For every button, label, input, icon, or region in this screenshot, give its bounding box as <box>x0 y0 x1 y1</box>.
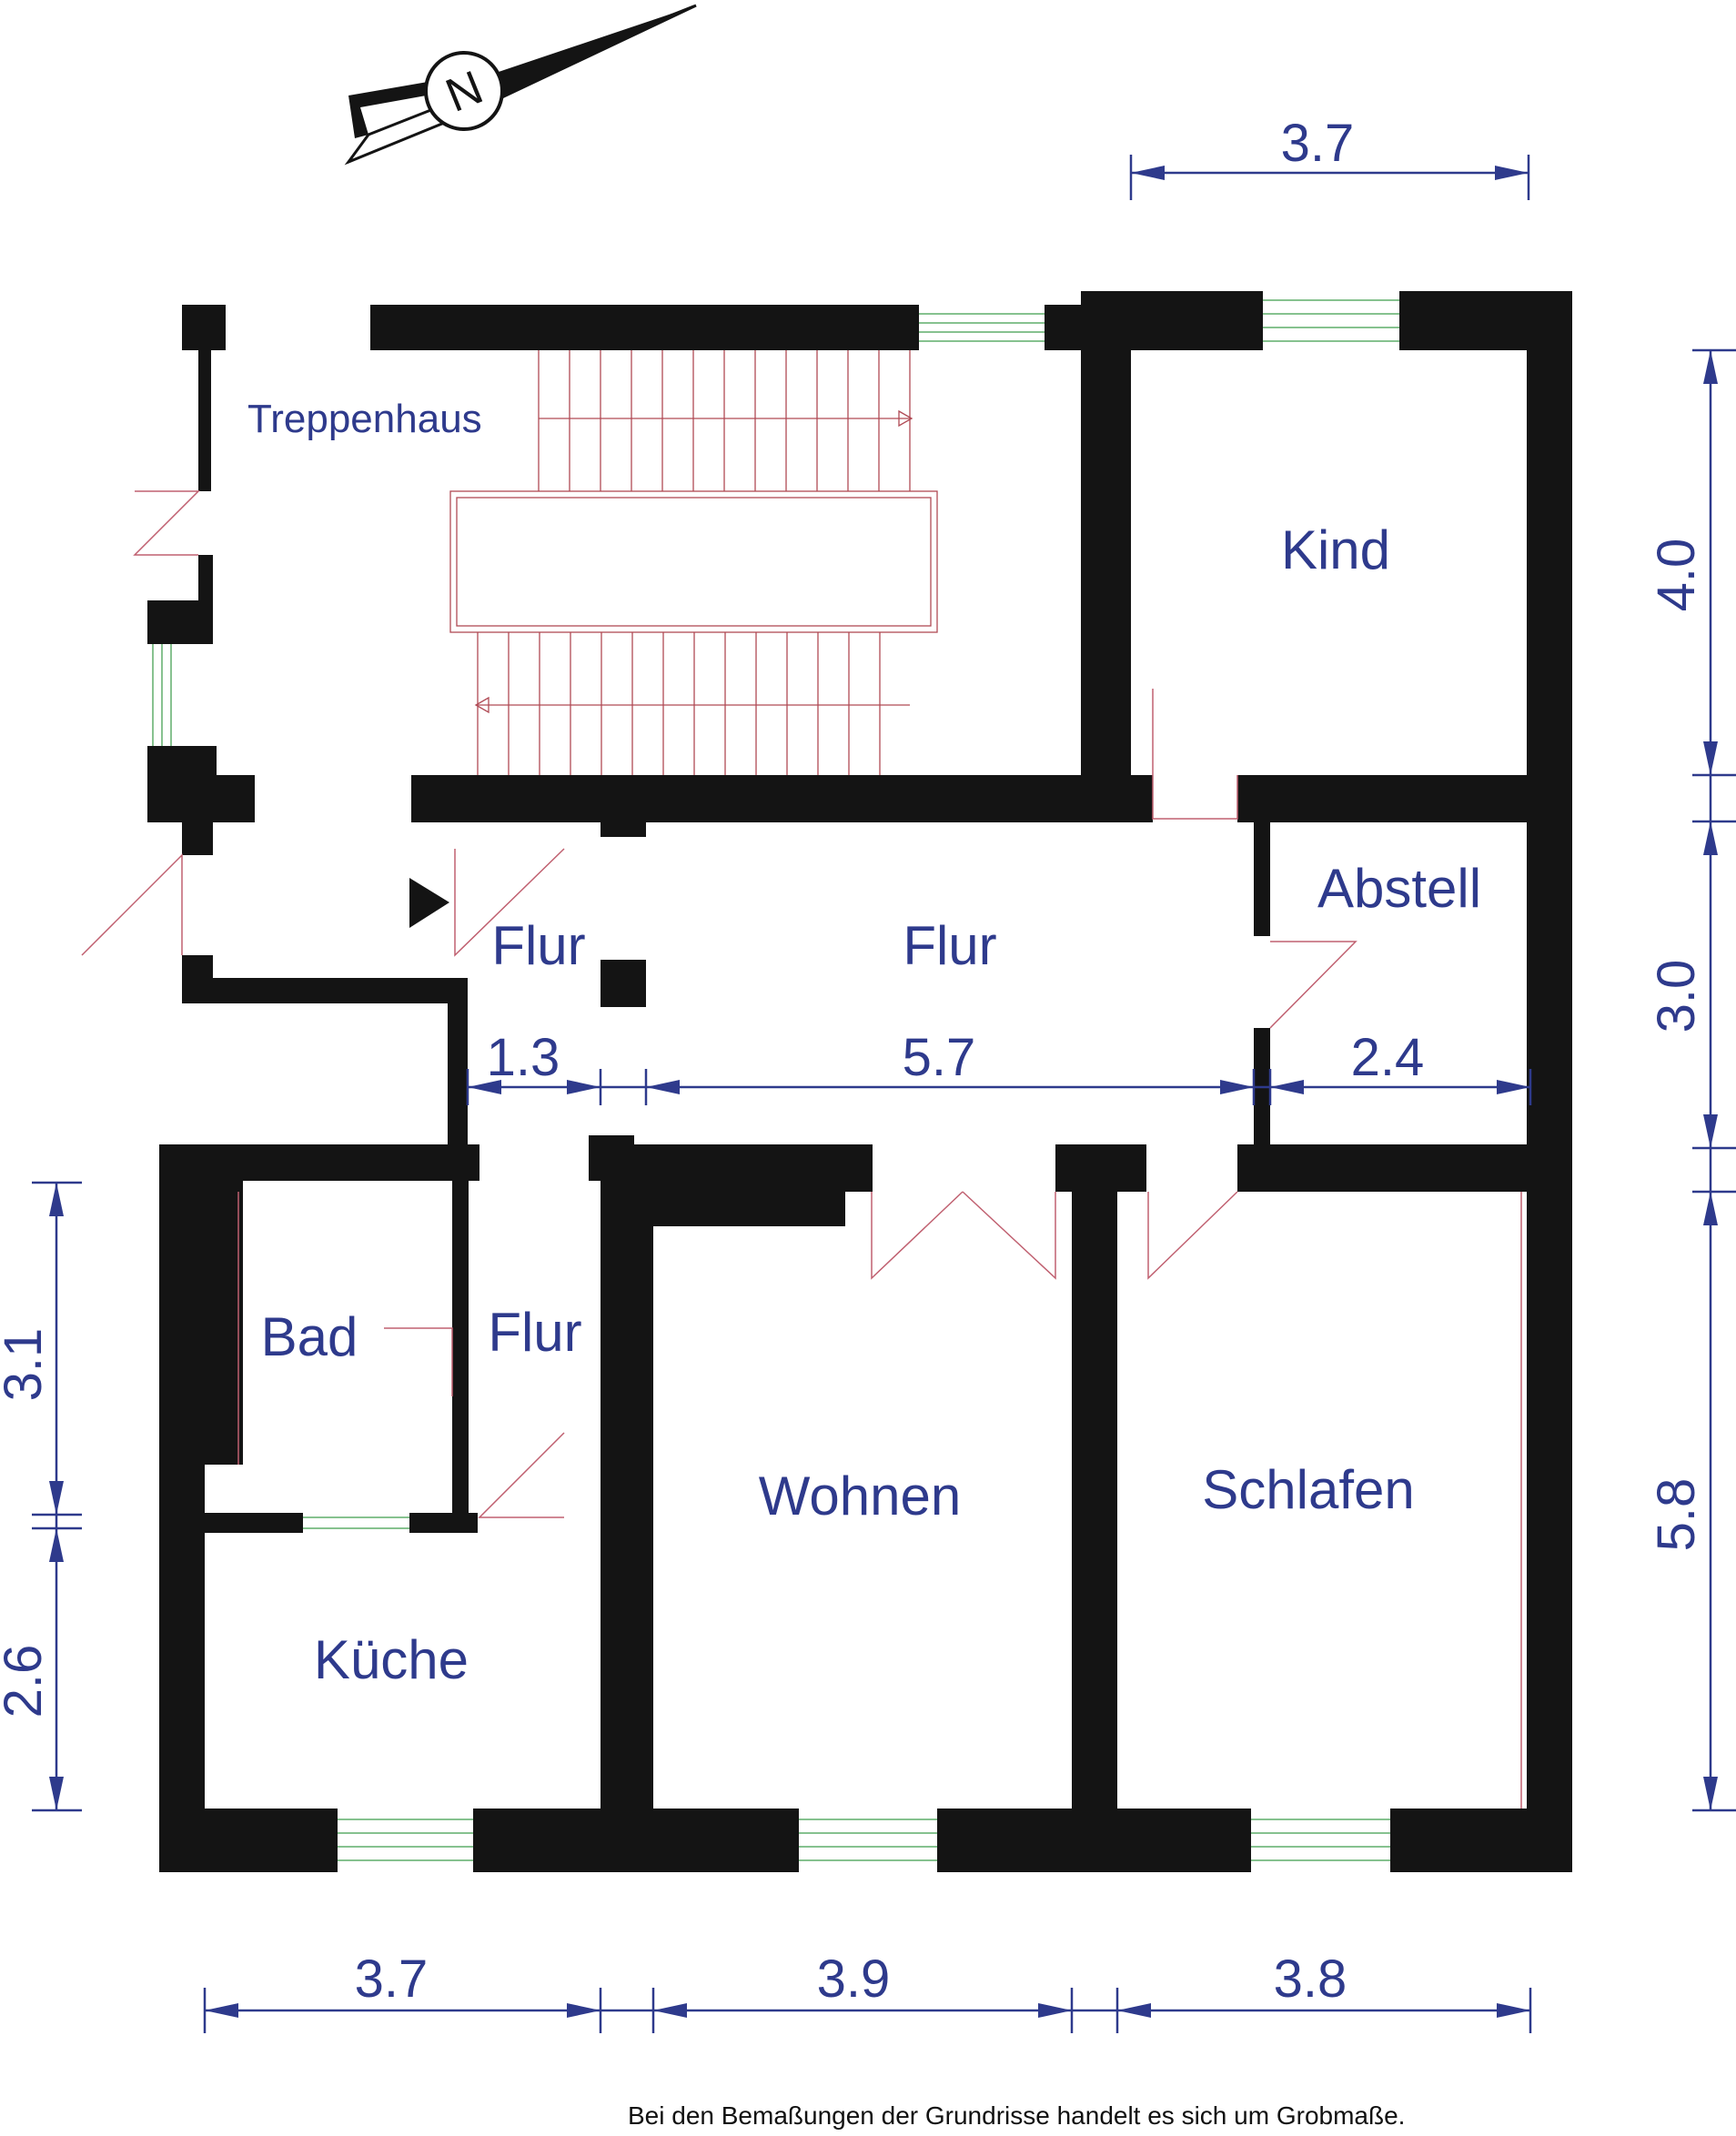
dim-right-kind: 4.0 <box>1647 539 1706 612</box>
window-kueche <box>338 1819 473 1861</box>
room-label-flur-small: Flur <box>488 1302 581 1363</box>
dim-left-kueche: 2.6 <box>0 1645 53 1718</box>
footnote-text: Bei den Bemaßungen der Grundrisse handel… <box>628 2101 1406 2130</box>
window-wohnen <box>799 1819 937 1861</box>
dim-abstell: 2.4 <box>1351 1028 1425 1087</box>
room-label-kueche: Küche <box>314 1629 469 1690</box>
entrance-arrow-icon <box>409 878 449 928</box>
room-label-kind: Kind <box>1281 519 1390 580</box>
room-label-flur-main: Flur <box>903 915 996 976</box>
window-schlafen <box>1251 1819 1390 1861</box>
dimension-lines <box>32 155 1736 2033</box>
room-label-wohnen: Wohnen <box>759 1466 961 1526</box>
dim-bottom-wohnen: 3.9 <box>817 1950 891 2009</box>
room-label-abstell: Abstell <box>1317 858 1481 919</box>
dim-bottom-schlafen: 3.8 <box>1274 1950 1347 2009</box>
staircase <box>449 350 938 775</box>
dim-flur-2: 5.7 <box>903 1028 976 1087</box>
room-label-flur-left: Flur <box>491 915 585 976</box>
window-stairwell-top <box>919 313 1045 342</box>
dim-top-kind: 3.7 <box>1281 114 1355 173</box>
walls <box>147 291 1572 1872</box>
room-label-treppenhaus: Treppenhaus <box>247 397 482 441</box>
dim-right-abstell: 3.0 <box>1647 960 1706 1033</box>
doors <box>81 490 1522 1809</box>
room-label-schlafen: Schlafen <box>1202 1459 1415 1520</box>
dim-flur-1: 1.3 <box>487 1028 560 1087</box>
dim-bottom-kueche: 3.7 <box>355 1950 429 2009</box>
north-compass-icon: N <box>344 4 697 166</box>
room-label-bad: Bad <box>261 1306 358 1367</box>
dim-left-bad: 3.1 <box>0 1328 53 1402</box>
windows <box>152 299 1399 1861</box>
dim-right-schlafen: 5.8 <box>1647 1478 1706 1552</box>
window-kind <box>1263 299 1399 342</box>
window-bad <box>303 1516 409 1529</box>
window-stairwell-left <box>152 644 172 746</box>
